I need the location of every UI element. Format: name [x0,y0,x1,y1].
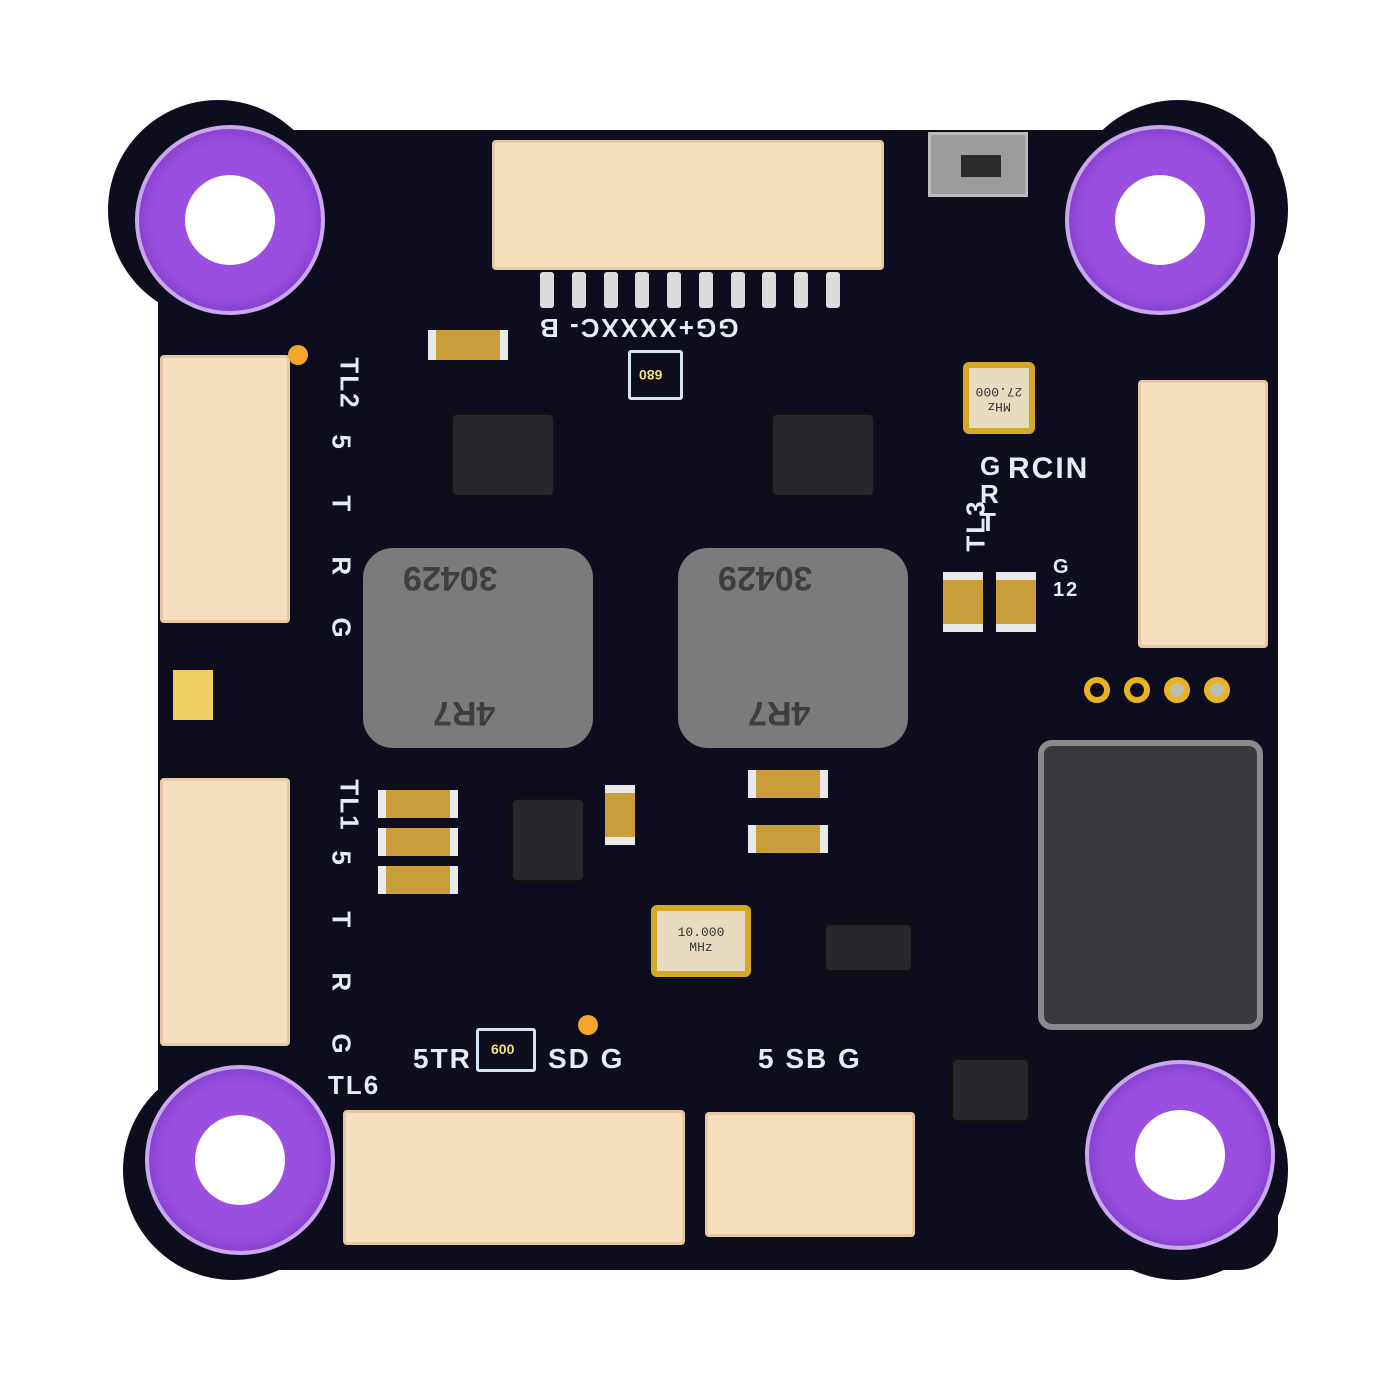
top-connector-labels: GG+XXXXC- B [538,313,739,343]
tl3-pin-g: G [980,451,1003,481]
boot-switch[interactable] [928,132,1028,197]
chip-680: 680 [628,350,683,400]
mosfet-center [513,800,583,880]
led [173,670,213,720]
tl2-pin-labels: 5 T R G [327,430,357,644]
chip-600: 600 [476,1028,536,1072]
capacitor [996,572,1036,632]
rcin-label: RCIN [1008,452,1090,485]
small-ic-bottom-right [953,1060,1028,1120]
hole-icon [185,175,275,265]
inductor-code-bottom: 4R7 [748,694,811,732]
crystal-top-line1: MHz [987,399,1011,414]
capacitor [605,785,635,845]
tl2-pin-g: G [326,617,357,640]
hole-icon [1115,175,1205,265]
tl2-pin-t: T [326,495,357,514]
inductor-right: 30429 4R7 [678,548,908,748]
crystal-bottom: 10.000 MHz [651,905,751,977]
tl2-pin-r: R [326,556,357,578]
tl2-label: TL2 [334,357,365,410]
tl6-label: TL6 [328,1070,381,1100]
chip-code-680: 680 [639,367,663,383]
solder-pad-4 [1204,677,1230,703]
marker-dot [578,1015,598,1035]
tl1-label: TL1 [334,779,365,832]
tl2-pin-5: 5 [326,434,357,451]
inductor-code-top: 30429 [403,559,498,597]
tl3-pin-labels: G R T [980,452,1002,536]
tl1-pin-t: T [326,911,357,930]
tl1-connector [160,778,290,1046]
sbus-connector [705,1112,915,1237]
mount-hole-top-right [1065,125,1255,315]
tl6-pin-labels-right: SD G [548,1043,625,1074]
regulator-ic-left [453,415,553,495]
crystal-top: MHz 27.000 [963,362,1035,434]
marker-dot [288,345,308,365]
inductor-left: 30429 4R7 [363,548,593,748]
flight-controller-pcb: GG+XXXXC- B TL2 TL1 5 T R G 5 T R G RCIN… [108,100,1288,1280]
crystal-bottom-line1: 10.000 [677,925,725,940]
capacitor [378,866,458,894]
sbus-pin-labels: 5 SB G [758,1043,862,1074]
inductor-code-bottom: 4R7 [433,694,496,732]
hole-icon [195,1115,285,1205]
capacitor [378,790,458,818]
tl1-pin-5: 5 [326,850,357,867]
tl1-pin-g: G [326,1033,357,1056]
switch-knob [961,155,1001,177]
mount-hole-bottom-left [145,1065,335,1255]
mount-hole-top-left [135,125,325,315]
solder-pad-1 [1084,677,1110,703]
solder-pad-2 [1124,677,1150,703]
chip-code-600: 600 [491,1041,515,1057]
rcin-connector [1138,380,1268,648]
hole-icon [1135,1110,1225,1200]
usb-c-port[interactable] [1038,740,1263,1030]
tl3-pin-r: R [980,479,1001,509]
capacitor [943,572,983,632]
capacitor [428,330,508,360]
capacitor [748,770,828,798]
crystal-bottom-line2: MHz [689,940,713,955]
g12-label: G 12 [1053,556,1080,601]
tl2-connector [160,355,290,623]
top-connector-pins [540,272,840,308]
tl1-pin-r: R [326,972,357,994]
capacitor [378,828,458,856]
solder-pad-3 [1164,677,1190,703]
diode-right [826,925,911,970]
regulator-ic-right [773,415,873,495]
capacitor [748,825,828,853]
crystal-top-line2: 27.000 [975,384,1023,399]
tl3-pin-t: T [980,507,998,537]
tl1-pin-labels: 5 T R G [327,846,357,1060]
inductor-code-top: 30429 [718,559,813,597]
tl6-connector [343,1110,685,1245]
mount-hole-bottom-right [1085,1060,1275,1250]
top-connector [492,140,884,270]
tl6-pin-labels-left: 5TR [413,1043,472,1074]
